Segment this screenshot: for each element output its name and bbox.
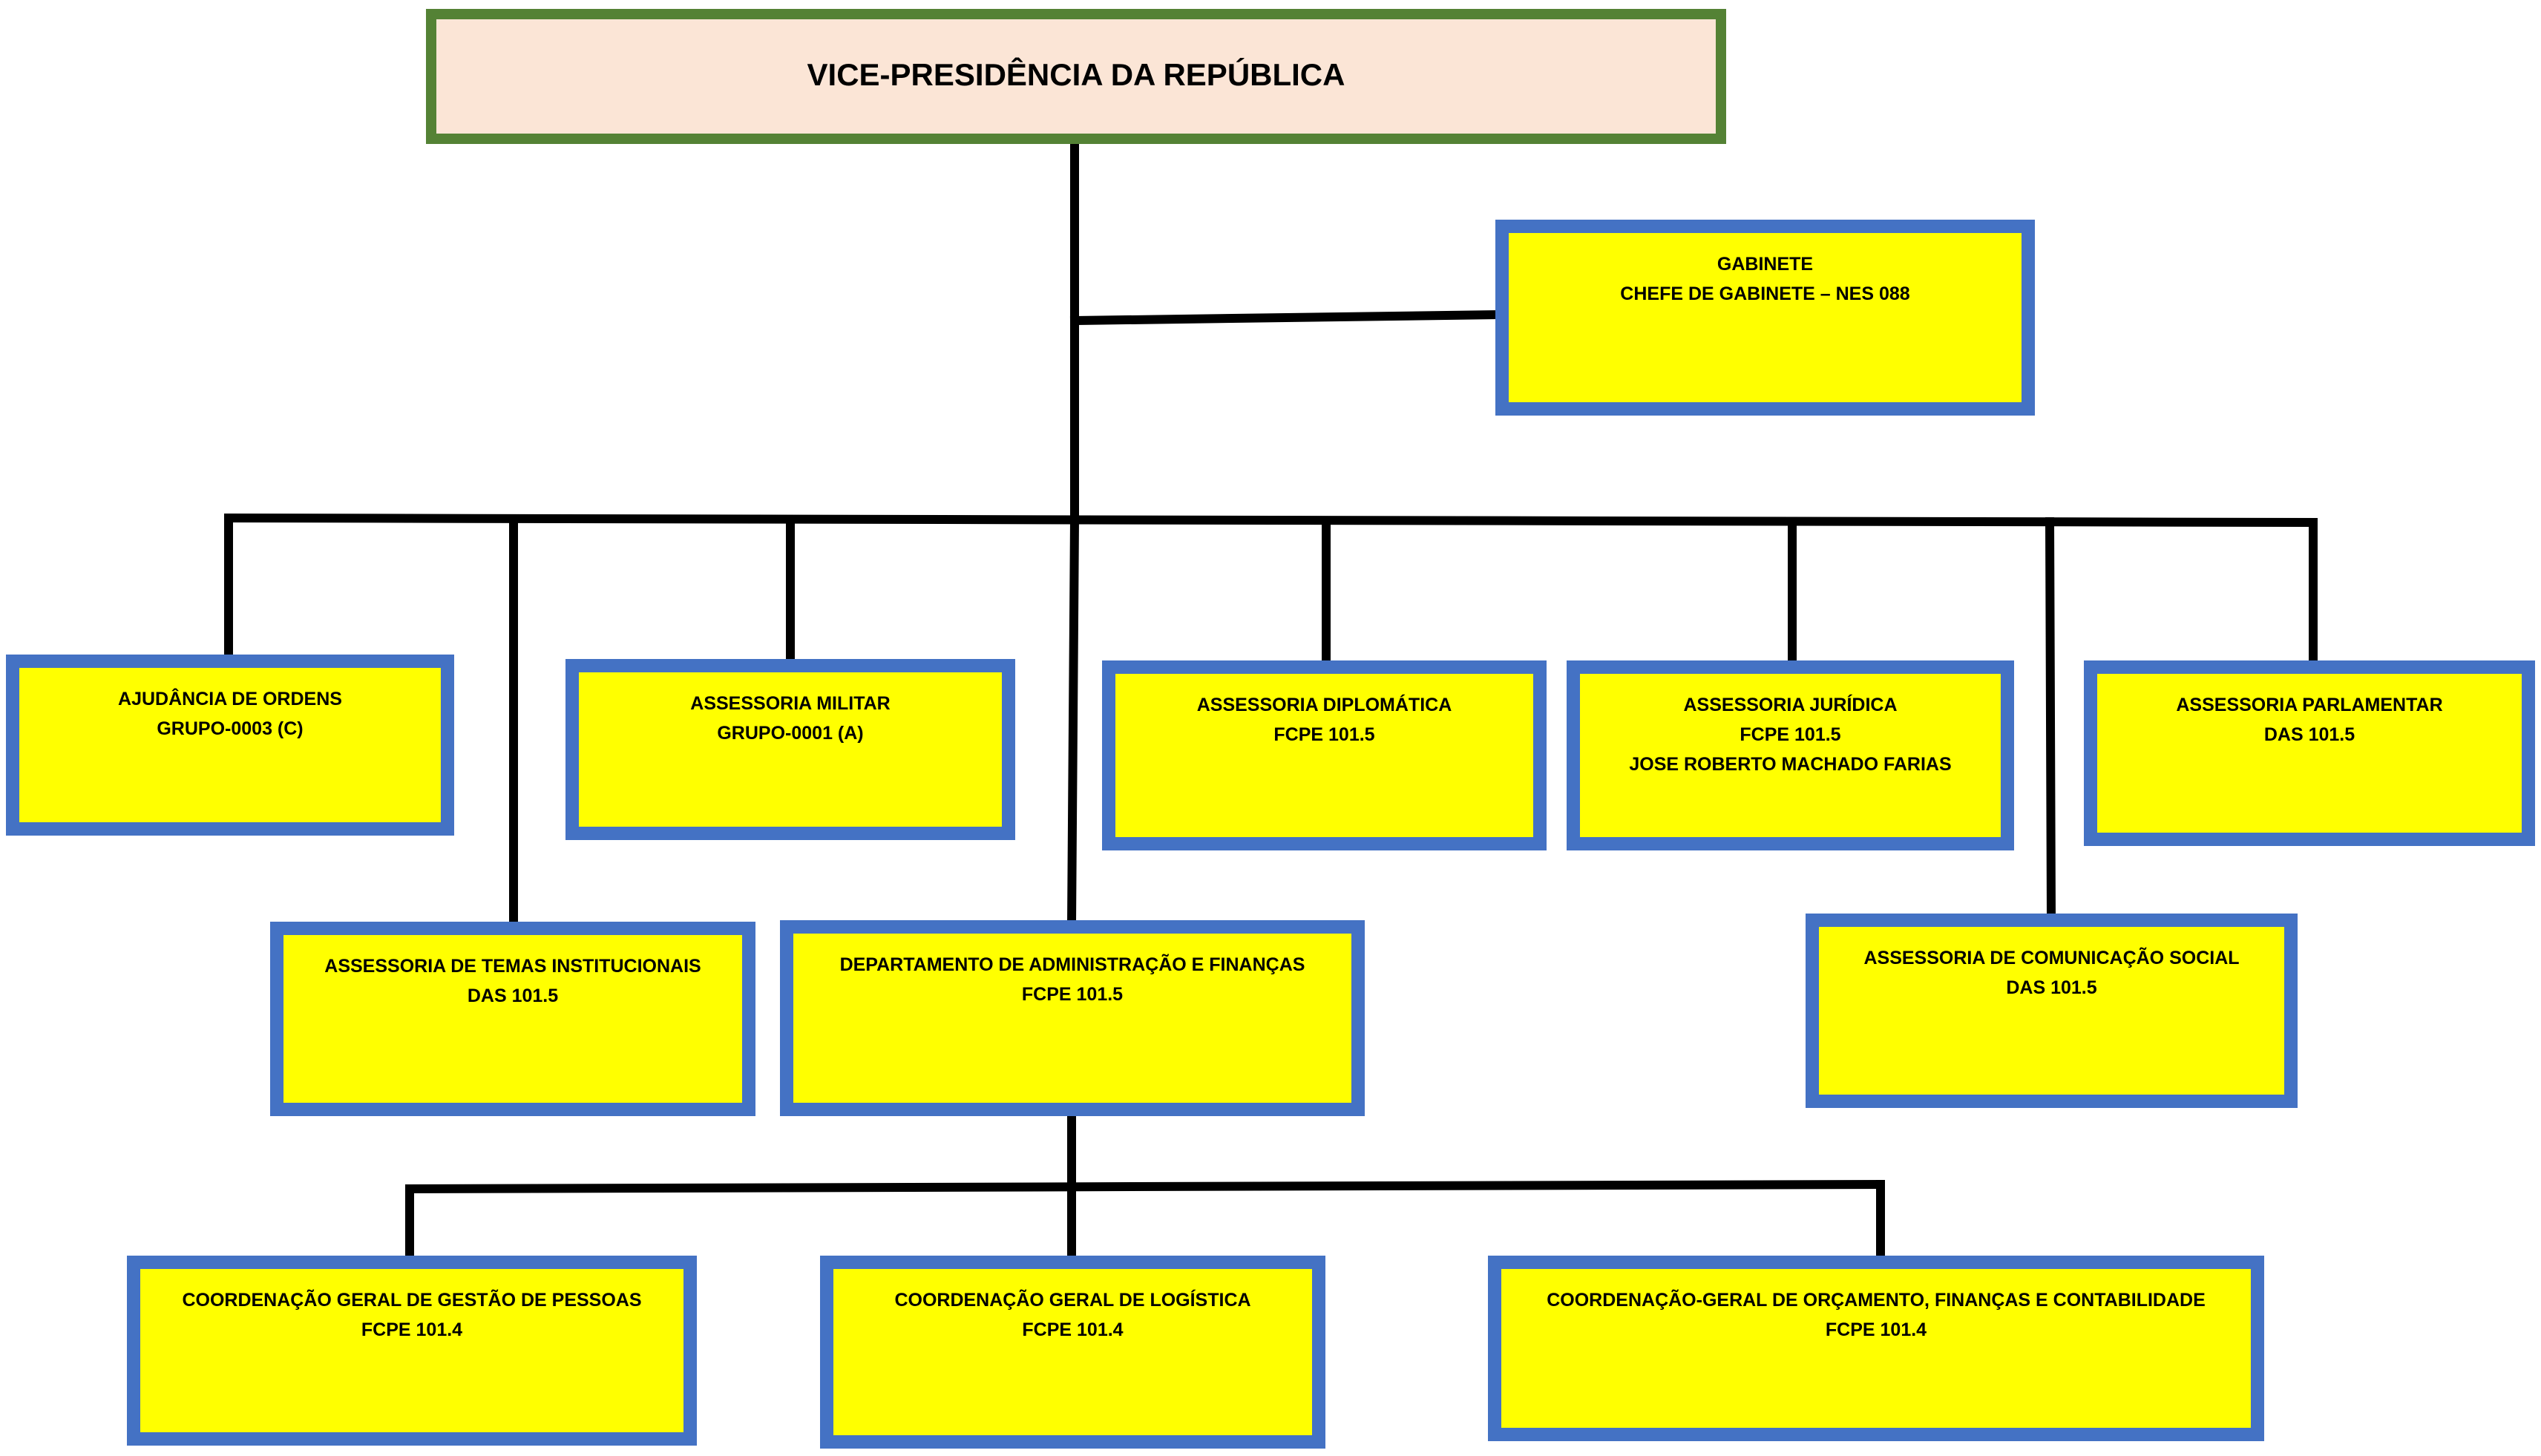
pessoas-code: FCPE 101.4 [361,1319,463,1340]
departamento-name: DEPARTAMENTO DE ADMINISTRAÇÃO E FINANÇAS [839,954,1305,975]
drop-departamento [1066,514,1080,929]
box-assessoria-diplomatica: ASSESSORIA DIPLOMÁTICA FCPE 101.5 [1102,660,1547,850]
orcamento-name: COORDENAÇÃO-GERAL DE ORÇAMENTO, FINANÇAS… [1547,1290,2206,1311]
ajudancia-name: AJUDÂNCIA DE ORDENS [118,689,342,709]
comunicacao-code: DAS 101.5 [2006,977,2097,998]
box-coordenacao-orcamento-financas-contabilidade: COORDENAÇÃO-GERAL DE ORÇAMENTO, FINANÇAS… [1488,1256,2264,1441]
juridica-code: FCPE 101.5 [1740,724,1841,745]
box-coordenacao-logistica: COORDENAÇÃO GERAL DE LOGÍSTICA FCPE 101.… [820,1256,1325,1449]
militar-code: GRUPO-0001 (A) [717,723,864,744]
box-assessoria-parlamentar: ASSESSORIA PARLAMENTAR DAS 101.5 [2084,660,2535,846]
box-assessoria-comunicacao-social: ASSESSORIA DE COMUNICAÇÃO SOCIAL DAS 101… [1806,914,2298,1108]
militar-name: ASSESSORIA MILITAR [690,693,891,714]
logistica-code: FCPE 101.4 [1022,1319,1124,1340]
diplomatica-code: FCPE 101.5 [1273,724,1375,745]
temas-code: DAS 101.5 [467,986,559,1006]
box-departamento-administracao-financas: DEPARTAMENTO DE ADMINISTRAÇÃO E FINANÇAS… [780,920,1365,1116]
box-assessoria-temas-institucionais: ASSESSORIA DE TEMAS INSTITUCIONAIS DAS 1… [270,922,755,1116]
departamento-code: FCPE 101.5 [1021,984,1124,1005]
temas-name: ASSESSORIA DE TEMAS INSTITUCIONAIS [324,956,701,977]
root-box-vice-presidencia: VICE-PRESIDÊNCIA DA REPÚBLICA [426,9,1726,144]
coordination-bus [404,1179,1886,1194]
advisory-bus [223,513,2318,528]
parlamentar-name: ASSESSORIA PARLAMENTAR [2176,695,2443,715]
comunicacao-name: ASSESSORIA DE COMUNICAÇÃO SOCIAL [1863,948,2240,968]
juridica-holder: JOSE ROBERTO MACHADO FARIAS [1629,754,1952,775]
box-assessoria-juridica: ASSESSORIA JURÍDICA FCPE 101.5 JOSE ROBE… [1567,660,2014,850]
pessoas-name: COORDENAÇÃO GERAL DE GESTÃO DE PESSOAS [182,1290,642,1311]
box-ajudancia-de-ordens: AJUDÂNCIA DE ORDENS GRUPO-0003 (C) [6,655,454,836]
diplomatica-name: ASSESSORIA DIPLOMÁTICA [1196,695,1452,715]
ajudancia-code: GRUPO-0003 (C) [157,718,304,739]
gabinete-role: CHEFE DE GABINETE – NES 088 [1620,283,1910,304]
box-assessoria-militar: ASSESSORIA MILITAR GRUPO-0001 (A) [565,659,1015,840]
box-gabinete: GABINETE CHEFE DE GABINETE – NES 088 [1495,220,2035,416]
parlamentar-code: DAS 101.5 [2263,724,2355,745]
box-coordenacao-gestao-pessoas: COORDENAÇÃO GERAL DE GESTÃO DE PESSOAS F… [127,1256,697,1446]
drop-comunicacao [2045,517,2056,922]
root-title: VICE-PRESIDÊNCIA DA REPÚBLICA [807,57,1345,92]
gabinete-name: GABINETE [1717,254,1814,275]
gabinete-branch [1069,309,1506,326]
juridica-name: ASSESSORIA JURÍDICA [1683,695,1898,715]
orcamento-code: FCPE 101.4 [1825,1319,1927,1340]
logistica-name: COORDENAÇÃO GERAL DE LOGÍSTICA [894,1290,1251,1311]
